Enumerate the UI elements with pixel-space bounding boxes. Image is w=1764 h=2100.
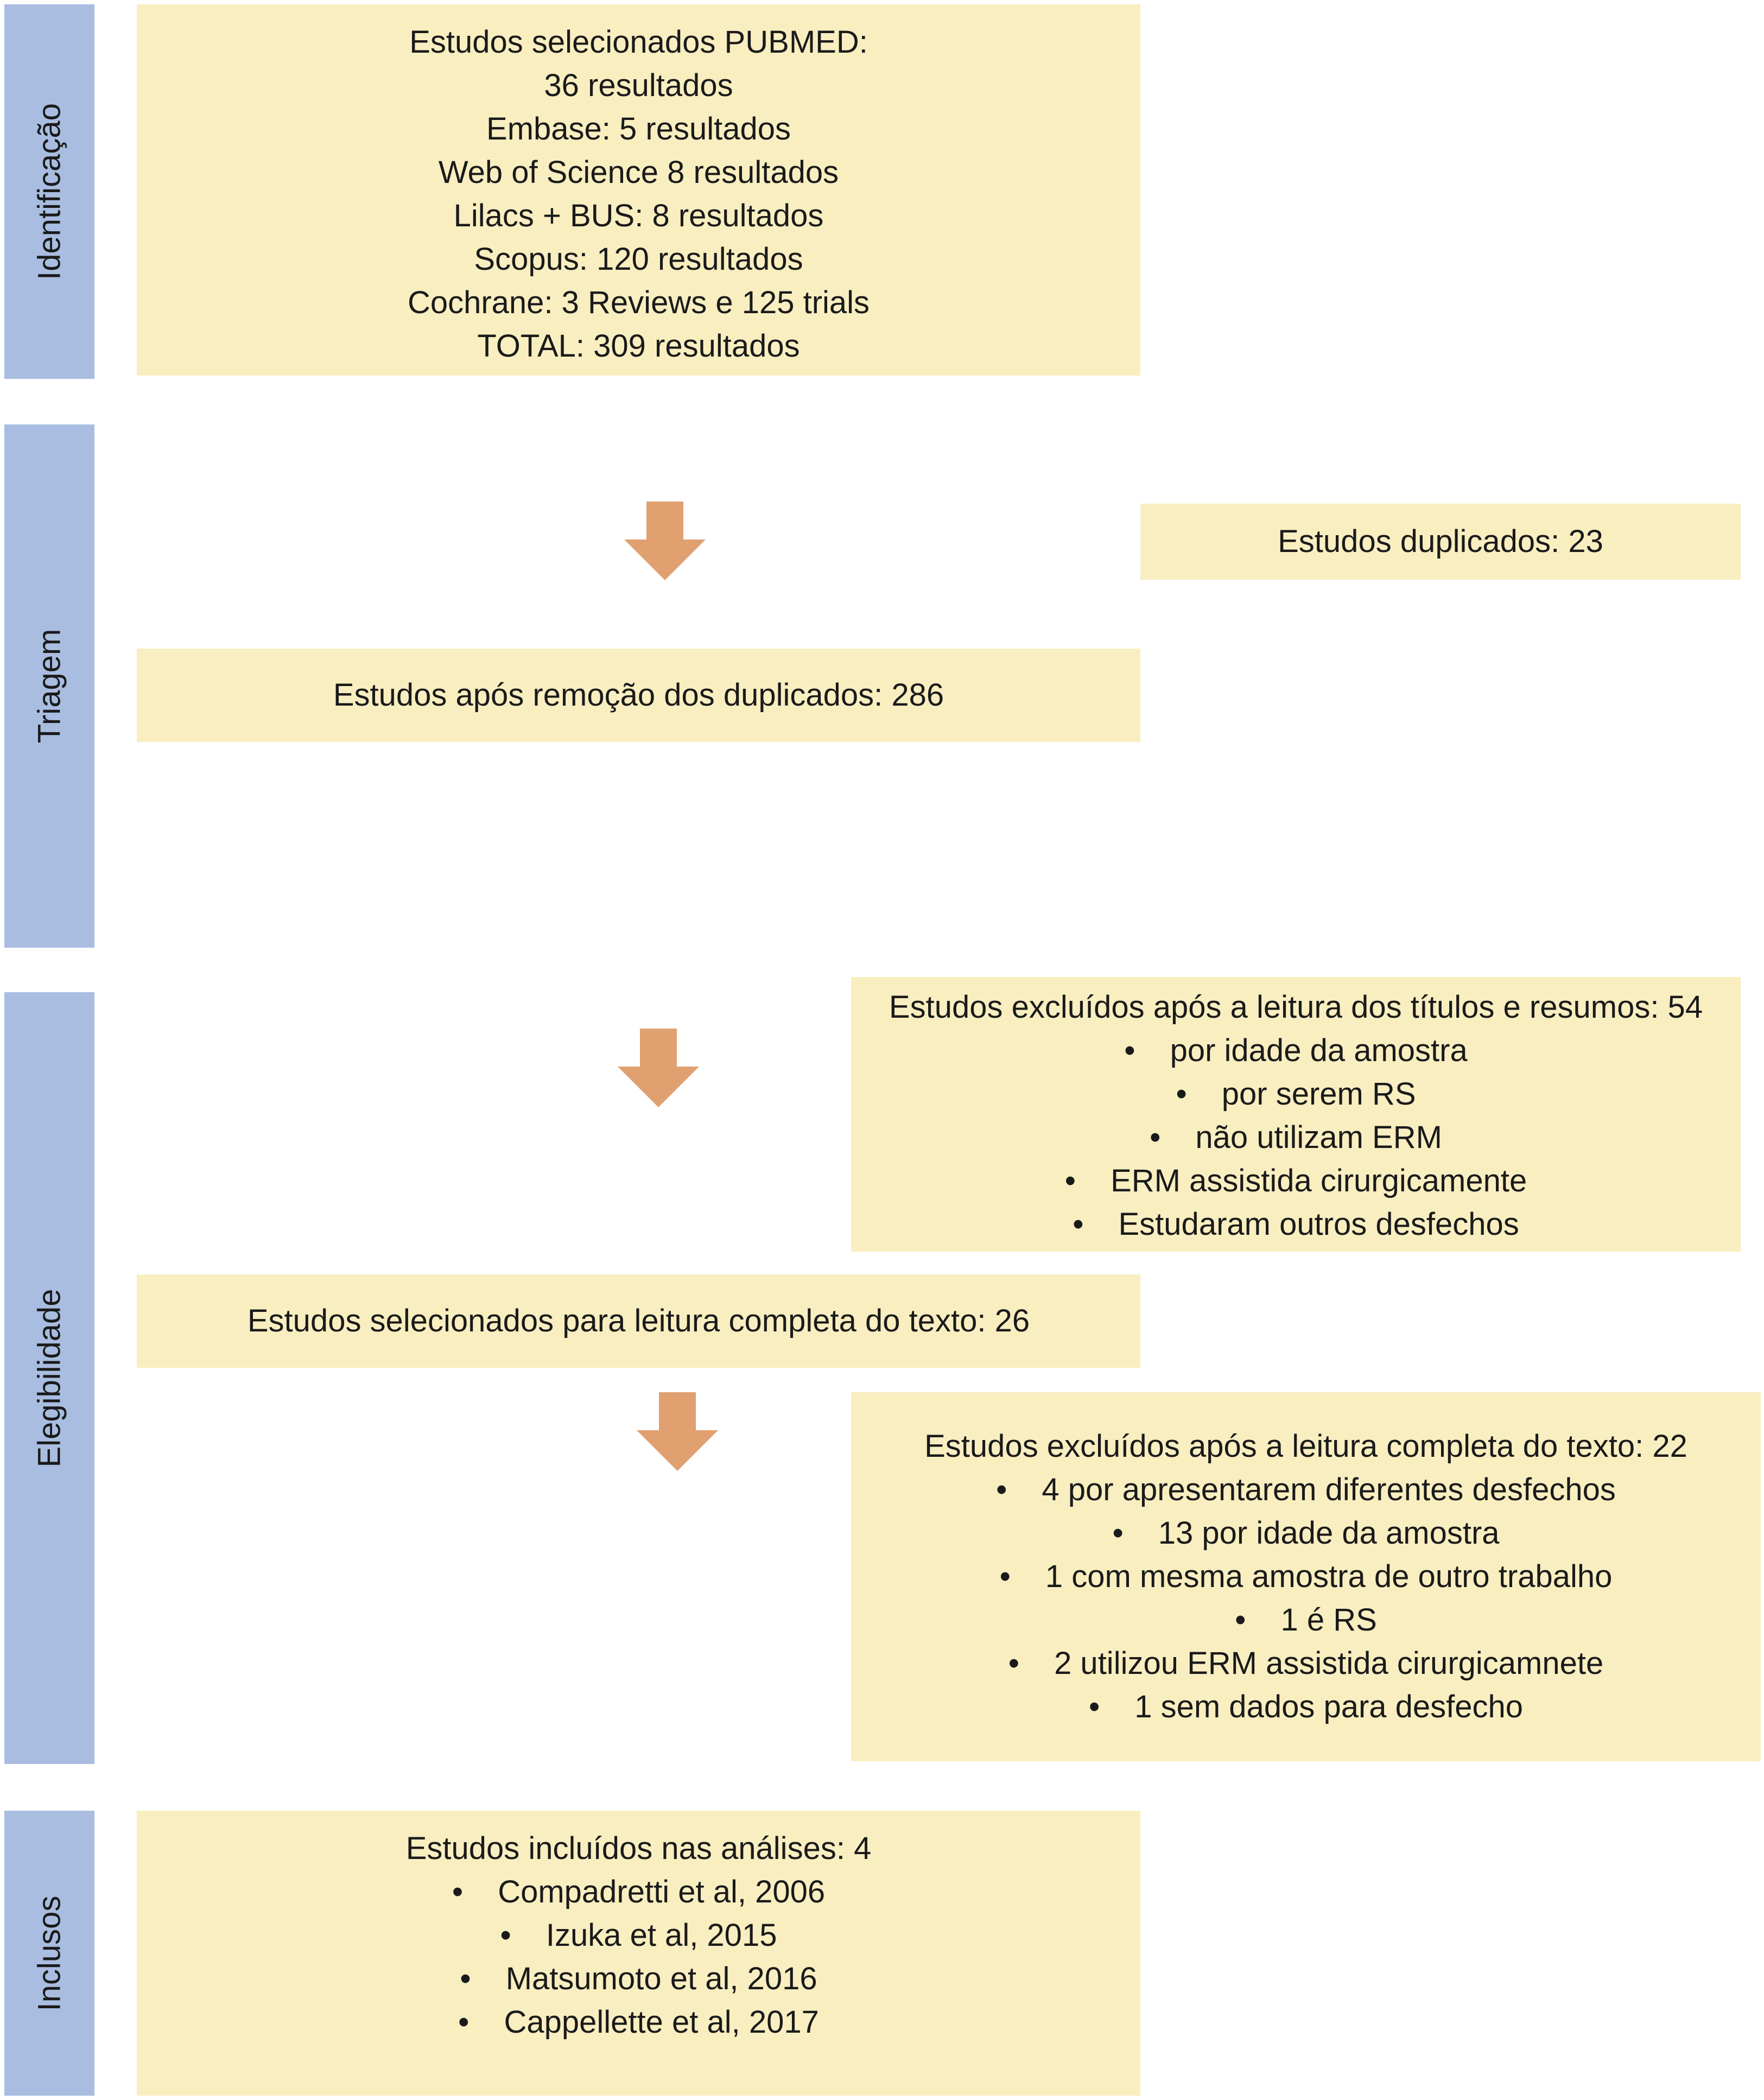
id-line: Lilacs + BUS: 8 resultados [453, 198, 824, 233]
full-text-text: Estudos selecionados para leitura comple… [247, 1303, 1030, 1338]
excluded-fulltext-title: Estudos excluídos após a leitura complet… [924, 1429, 1687, 1464]
stage-bar-identificacao: Identificação [4, 4, 94, 379]
included-bullet: Matsumoto et al, 2016 [137, 1957, 1140, 2001]
excluded-fulltext-bullet: 1 sem dados para desfecho [851, 1685, 1761, 1729]
after-removal-text: Estudos após remoção dos duplicados: 286 [333, 677, 944, 713]
stage-label-inclusos: Inclusos [31, 1895, 67, 2011]
excluded-titles-bullet: ERM assistida cirurgicamente [851, 1159, 1741, 1203]
duplicates-box: Estudos duplicados: 23 [1140, 504, 1741, 580]
included-title: Estudos incluídos nas análises: 4 [405, 1831, 872, 1866]
flow-arrow-down-icon [618, 1029, 699, 1107]
excluded-fulltext-bullet: 13 por idade da amostra [851, 1512, 1761, 1555]
id-line: TOTAL: 309 resultados [477, 328, 800, 364]
full-text-box: Estudos selecionados para leitura comple… [137, 1274, 1140, 1368]
excluded-fulltext-bullet: 1 é RS [851, 1598, 1761, 1642]
excluded-titles-bullet: não utilizam ERM [851, 1116, 1741, 1159]
excluded-fulltext-box: Estudos excluídos após a leitura complet… [851, 1392, 1761, 1761]
duplicates-text: Estudos duplicados: 23 [1278, 524, 1603, 559]
excluded-titles-bullet: por serem RS [851, 1073, 1741, 1116]
id-line: Cochrane: 3 Reviews e 125 trials [407, 285, 870, 320]
stage-label-elegibilidade: Elegibilidade [31, 1289, 67, 1468]
excluded-titles-title: Estudos excluídos após a leitura dos tít… [889, 989, 1703, 1025]
id-line: Estudos selecionados PUBMED: [409, 24, 868, 60]
flow-arrow-down-icon [624, 502, 706, 580]
flow-arrow-down-icon [637, 1392, 718, 1471]
id-line: Scopus: 120 resultados [474, 242, 803, 277]
excluded-fulltext-bullet: 2 utilizou ERM assistida cirurgicamnete [851, 1642, 1761, 1685]
stage-bar-triagem: Triagem [4, 424, 94, 948]
excluded-fulltext-bullet: 1 com mesma amostra de outro trabalho [851, 1555, 1761, 1598]
excluded-titles-box: Estudos excluídos após a leitura dos tít… [851, 977, 1741, 1252]
excluded-titles-bullet: Estudaram outros desfechos [851, 1203, 1741, 1246]
stage-label-triagem: Triagem [31, 629, 67, 744]
included-bullet: Izuka et al, 2015 [137, 1914, 1140, 1957]
included-box: Estudos incluídos nas análises: 4 Compad… [137, 1811, 1140, 2096]
stage-label-identificacao: Identificação [31, 103, 67, 280]
stage-bar-inclusos: Inclusos [4, 1811, 94, 2096]
included-bullet: Compadretti et al, 2006 [137, 1870, 1140, 1914]
identification-box: Estudos selecionados PUBMED: 36 resultad… [137, 4, 1140, 376]
id-line: 36 resultados [544, 68, 733, 103]
excluded-titles-bullet: por idade da amostra [851, 1029, 1741, 1073]
included-bullet: Cappellette et al, 2017 [137, 2001, 1140, 2044]
excluded-fulltext-bullet: 4 por apresentarem diferentes desfechos [851, 1468, 1761, 1512]
after-removal-box: Estudos após remoção dos duplicados: 286 [137, 649, 1140, 742]
id-line: Web of Science 8 resultados [438, 155, 839, 190]
id-line: Embase: 5 resultados [486, 111, 791, 147]
stage-bar-elegibilidade: Elegibilidade [4, 992, 94, 1764]
